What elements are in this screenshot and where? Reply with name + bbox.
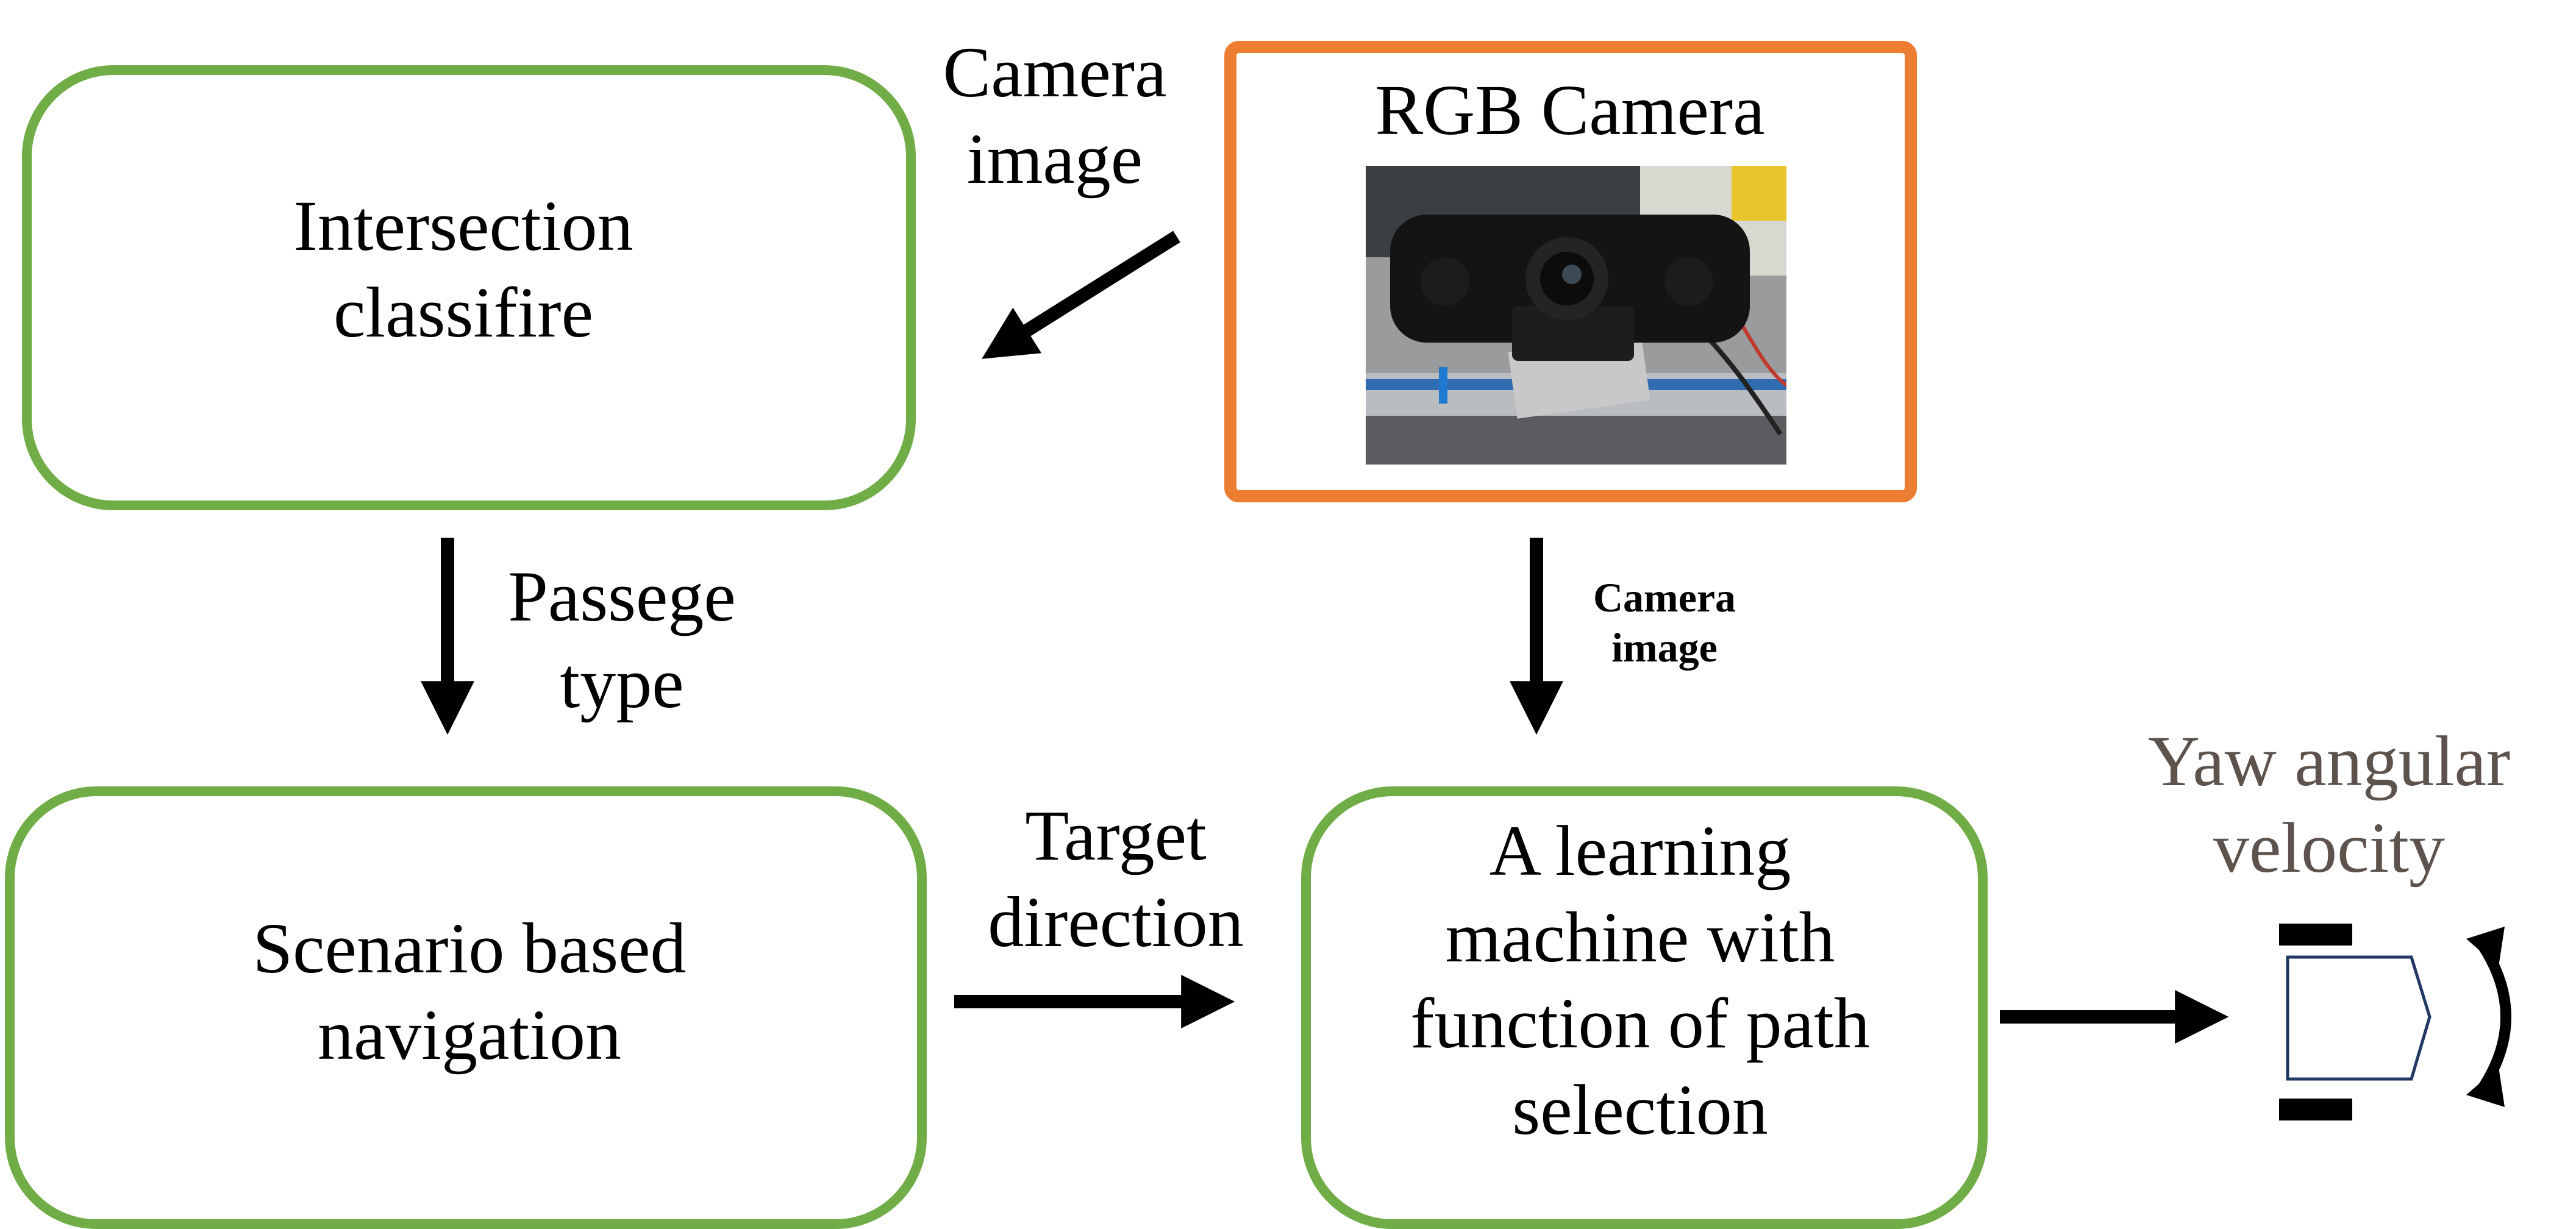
rgb-camera-title: RGB Camera [1375, 70, 1765, 150]
scenario-navigation-label: Scenario based navigation [252, 908, 687, 1075]
camera-image-label-bottom: Camera image [1593, 574, 1736, 671]
camera-image-label-top: Camera image [943, 32, 1167, 199]
rotation-arrow-icon [2466, 927, 2511, 1107]
learning-machine-box [1301, 786, 1988, 1229]
intersection-classifier-label: Intersection classifire [293, 186, 633, 352]
robot-icon [2279, 924, 2432, 1120]
yaw-angular-velocity-label: Yaw angular velocity [2147, 721, 2511, 888]
scenario-navigation-box [5, 786, 927, 1229]
intersection-classifier-box [22, 65, 916, 510]
passage-type-label: Passege type [508, 557, 736, 723]
arrow-camera-to-classifier [982, 230, 1180, 359]
target-direction-label: Target direction [988, 796, 1244, 962]
learning-machine-label: A learning machine with function of path… [1410, 811, 1870, 1150]
webcam-photo [1366, 166, 1786, 465]
